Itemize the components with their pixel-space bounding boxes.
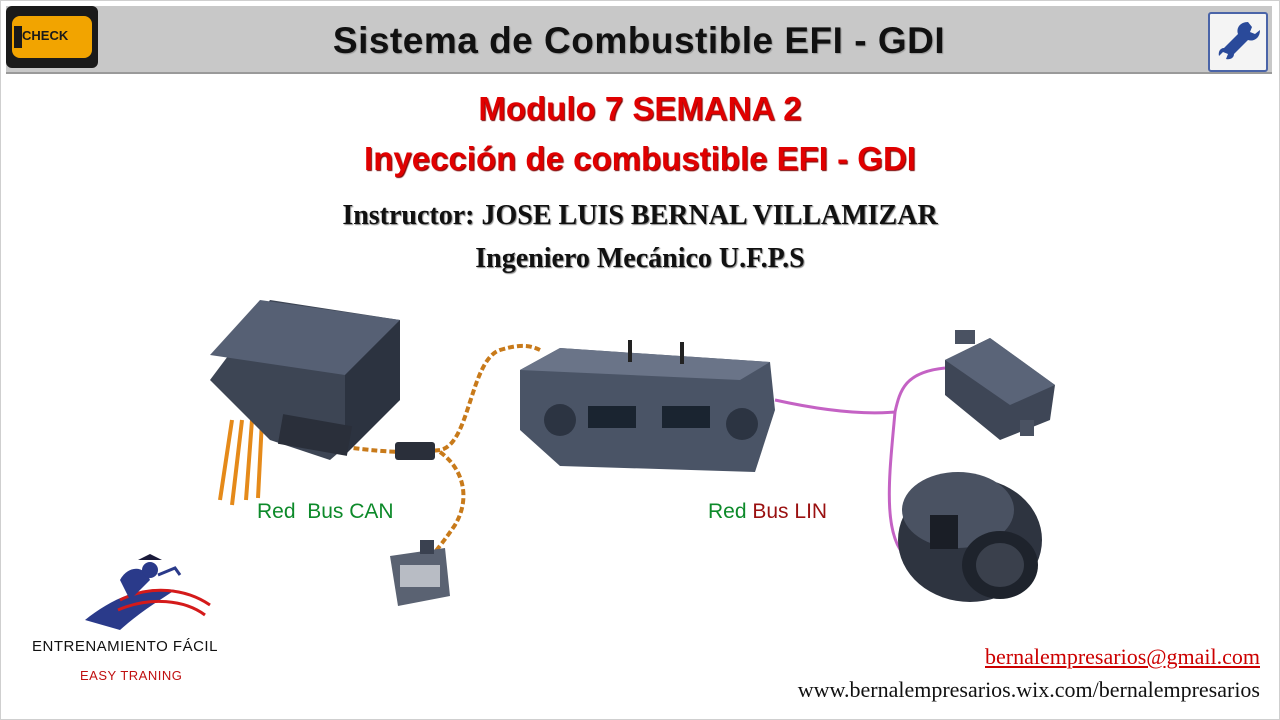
ecu-module	[210, 300, 435, 460]
can-bus-wire	[218, 343, 541, 558]
brand-tagline: EASY TRANING	[80, 668, 183, 683]
contact-email-link[interactable]: bernalempresarios@gmail.com	[985, 644, 1260, 669]
check-engine-icon	[12, 16, 92, 58]
lin-bus-label: Red Bus LIN	[708, 500, 828, 523]
contact-website-link[interactable]: www.bernalempresarios.wix.com/bernalempr…	[797, 677, 1260, 702]
check-engine-logo: CHECK	[6, 6, 98, 68]
topic-heading: Inyección de combustible EFI - GDI	[364, 140, 916, 177]
climate-control-panel	[520, 340, 775, 472]
brand-name: ENTRENAMIENTO FÁCIL	[32, 638, 218, 655]
instructor-line: Instructor: JOSE LUIS BERNAL VILLAMIZAR	[342, 200, 938, 231]
slide-title: Sistema de Combustible EFI - GDI	[332, 20, 946, 61]
blower-motor	[898, 472, 1042, 602]
title-bar: Sistema de Combustible EFI - GDI	[6, 6, 1272, 74]
module-heading: Modulo 7 SEMANA 2	[478, 90, 802, 127]
check-logo-text: CHECK	[22, 28, 69, 43]
actuator-module	[945, 330, 1055, 440]
can-bus-label: Red Bus CAN	[257, 500, 394, 523]
wrench-s-icon	[1208, 12, 1268, 72]
credential-line: Ingeniero Mecánico U.F.P.S	[475, 243, 805, 274]
obd-connector	[390, 540, 450, 606]
